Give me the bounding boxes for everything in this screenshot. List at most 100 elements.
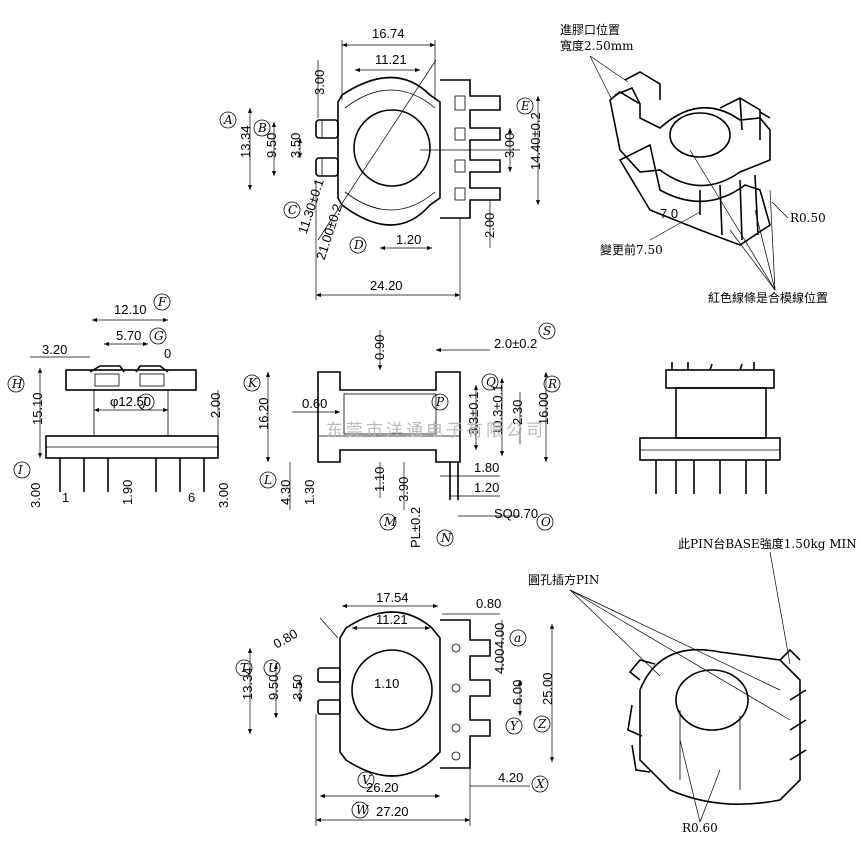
side-view: 12.10 5.70 3.20 0 15.10 φ12.50 2.00 1 6 … [7, 293, 231, 508]
svg-text:4.00: 4.00 [492, 623, 507, 648]
svg-text:1.90: 1.90 [120, 480, 135, 505]
svg-text:a: a [514, 631, 521, 645]
iso-top-view: 進膠口位置 寬度2.50mm 7.0 R0.50 變更前7.50 紅色線條是合模… [560, 22, 828, 305]
svg-text:S: S [543, 324, 551, 338]
svg-text:11.21: 11.21 [375, 52, 407, 67]
svg-text:φ12.50: φ12.50 [110, 394, 151, 409]
svg-text:4.20: 4.20 [498, 770, 523, 785]
svg-text:5.70: 5.70 [116, 328, 141, 343]
right-side-view [639, 362, 781, 494]
svg-text:2.0±0.2: 2.0±0.2 [494, 336, 537, 351]
svg-text:1.20: 1.20 [474, 480, 499, 495]
svg-text:3.50: 3.50 [288, 133, 303, 158]
svg-text:P: P [435, 395, 445, 409]
svg-text:M: M [383, 515, 397, 529]
front-view: 0.90 2.0±0.2 16.20 0.60 8.3±0.1 10.3±0.1… [243, 322, 561, 548]
bottom-view: 17.54 11.21 0.80 0.80 4.00 4.00 13.34 9.… [235, 590, 555, 826]
svg-text:25.00: 25.00 [540, 672, 555, 705]
svg-text:16.20: 16.20 [256, 397, 271, 430]
svg-text:紅色線條是合模線位置: 紅色線條是合模線位置 [708, 290, 828, 305]
svg-text:9.50: 9.50 [264, 133, 279, 158]
svg-text:7.0: 7.0 [660, 206, 678, 221]
svg-text:16.74: 16.74 [372, 26, 405, 41]
svg-text:15.10: 15.10 [30, 392, 45, 425]
svg-text:27.20: 27.20 [376, 804, 409, 819]
svg-text:SQ0.70: SQ0.70 [494, 506, 538, 521]
svg-text:24.20: 24.20 [370, 278, 403, 293]
svg-text:0.60: 0.60 [302, 396, 327, 411]
svg-text:10.3±0.1: 10.3±0.1 [490, 384, 505, 435]
svg-text:U: U [268, 661, 279, 675]
svg-text:0.80: 0.80 [271, 626, 300, 652]
svg-text:N: N [440, 531, 452, 545]
svg-text:3.20: 3.20 [42, 342, 67, 357]
svg-text:R: R [547, 377, 557, 391]
svg-text:0: 0 [164, 346, 171, 361]
svg-text:8.3±0.1: 8.3±0.1 [466, 392, 481, 435]
svg-text:K: K [247, 376, 258, 390]
svg-text:B: B [257, 121, 267, 135]
svg-text:13.34: 13.34 [240, 667, 255, 700]
watermark-text: 东莞市洋通电子有限公司 [326, 421, 546, 441]
svg-text:F: F [157, 295, 167, 309]
svg-text:9.50: 9.50 [266, 675, 281, 700]
svg-text:16.00: 16.00 [536, 392, 551, 425]
svg-text:26.20: 26.20 [366, 780, 399, 795]
svg-text:T: T [240, 661, 249, 675]
svg-text:C: C [288, 203, 297, 217]
svg-text:此PIN台BASE強度1.50kg MIN: 此PIN台BASE強度1.50kg MIN [678, 536, 857, 551]
svg-text:V: V [362, 773, 372, 787]
svg-text:21.00±0.2: 21.00±0.2 [313, 202, 345, 262]
svg-text:2.00: 2.00 [208, 393, 223, 418]
svg-text:3.00: 3.00 [28, 483, 43, 508]
svg-text:4.00: 4.00 [492, 649, 507, 674]
svg-text:H: H [11, 377, 23, 391]
svg-text:1.30: 1.30 [302, 480, 317, 505]
svg-text:E: E [520, 99, 530, 113]
svg-text:3.90: 3.90 [396, 477, 411, 502]
svg-text:6.00: 6.00 [510, 680, 525, 705]
svg-text:3.00: 3.00 [216, 483, 231, 508]
svg-text:17.54: 17.54 [376, 590, 409, 605]
svg-text:A: A [223, 113, 233, 127]
svg-text:2.30: 2.30 [510, 400, 525, 425]
svg-text:3.50: 3.50 [290, 675, 305, 700]
svg-text:O: O [541, 515, 551, 529]
svg-text:PL±0.2: PL±0.2 [408, 507, 423, 548]
svg-text:2.00: 2.00 [482, 213, 497, 238]
svg-text:11.21: 11.21 [376, 612, 408, 627]
iso-bottom-view: 此PIN台BASE強度1.50kg MIN 圓孔插方PIN R0.60 [528, 536, 857, 835]
svg-text:1.10: 1.10 [372, 467, 387, 492]
svg-text:0.80: 0.80 [476, 596, 501, 611]
top-view: 16.74 11.21 3.00 13.34 9.50 3.50 3.00 14… [219, 26, 543, 300]
svg-text:14.40±0.2: 14.40±0.2 [528, 112, 543, 170]
svg-text:0.90: 0.90 [372, 335, 387, 360]
svg-text:W: W [356, 803, 370, 817]
svg-text:D: D [353, 238, 364, 252]
svg-text:I: I [17, 463, 23, 477]
svg-text:進膠口位置: 進膠口位置 [560, 22, 620, 37]
svg-text:6: 6 [188, 490, 195, 505]
svg-text:3.00: 3.00 [312, 70, 327, 95]
svg-text:1.80: 1.80 [474, 460, 499, 475]
svg-text:1.10: 1.10 [374, 676, 399, 691]
svg-text:Q: Q [486, 375, 496, 389]
svg-text:寬度2.50mm: 寬度2.50mm [560, 38, 634, 53]
svg-text:1.20: 1.20 [396, 232, 421, 247]
svg-text:13.34: 13.34 [238, 125, 253, 158]
svg-text:R0.60: R0.60 [682, 821, 718, 835]
svg-text:J: J [139, 395, 148, 409]
svg-text:圓孔插方PIN: 圓孔插方PIN [528, 572, 599, 587]
svg-text:R0.50: R0.50 [790, 211, 826, 225]
svg-text:變更前7.50: 變更前7.50 [600, 242, 663, 257]
svg-text:L: L [263, 473, 272, 487]
svg-text:X: X [535, 777, 545, 791]
svg-text:1: 1 [62, 490, 69, 505]
svg-text:Z: Z [537, 717, 547, 731]
svg-text:Y: Y [510, 719, 519, 733]
svg-text:G: G [154, 329, 164, 343]
svg-text:12.10: 12.10 [114, 302, 147, 317]
svg-text:3.00: 3.00 [502, 133, 517, 158]
svg-text:4.30: 4.30 [278, 480, 293, 505]
